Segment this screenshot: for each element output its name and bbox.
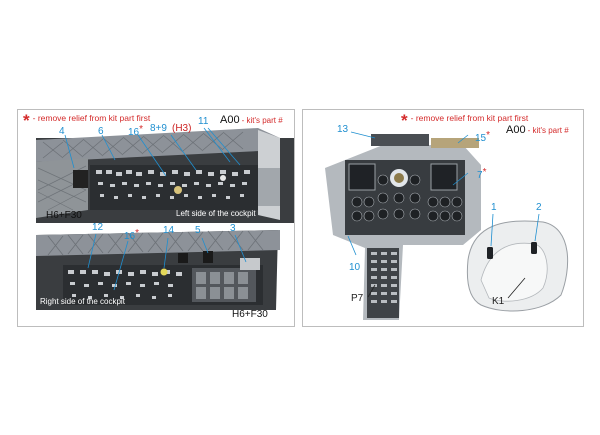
callout-16-bottom: 16* xyxy=(124,228,140,242)
callout-10: 10 xyxy=(349,262,361,273)
callout-11: 11 xyxy=(198,116,209,127)
left-instruction-panel: *- remove relief from kit part first A00… xyxy=(17,109,295,327)
callout-4: 4 xyxy=(59,126,65,137)
combo-label-bottom: H6+F30 xyxy=(232,309,268,320)
left-panel-drawing xyxy=(36,127,294,310)
callout-13: 13 xyxy=(337,124,349,135)
callout-14: 14 xyxy=(163,225,175,236)
top-strip xyxy=(371,134,429,146)
instrument-panel-photo xyxy=(325,131,481,320)
right-panel-drawing xyxy=(325,131,569,320)
right-cockpit-photo xyxy=(36,230,280,310)
kit-part-legend: A00- kit's part # xyxy=(220,114,283,126)
callout-16: 16* xyxy=(128,124,144,138)
callout-15: 15* xyxy=(475,130,491,144)
callout-8-9: 8+9 xyxy=(150,123,167,134)
remove-relief-note-right: *- remove relief from kit part first xyxy=(401,111,529,130)
callout-7: 7* xyxy=(477,167,487,181)
callout-5: 5 xyxy=(195,225,201,236)
callout-12: 12 xyxy=(92,222,104,233)
left-cockpit-photo xyxy=(36,127,294,223)
kit-part-legend-right: A00- kit's part # xyxy=(506,124,569,136)
right-instruction-panel: *- remove relief from kit part first A00… xyxy=(302,109,584,327)
asterisk-icon: * xyxy=(401,111,408,130)
callout-6: 6 xyxy=(98,126,104,137)
label-k1: K1 xyxy=(492,296,505,307)
remove-relief-note: *- remove relief from kit part first xyxy=(23,111,151,130)
label-p7: P7 xyxy=(351,293,364,304)
asterisk-icon: * xyxy=(23,111,30,130)
left-side-caption: Left side of the cockpit xyxy=(176,209,256,218)
callout-2: 2 xyxy=(536,202,542,213)
right-side-caption: Right side of the cockpit xyxy=(40,297,125,306)
callout-h3: (H3) xyxy=(172,123,192,134)
canopy-glass-drawing xyxy=(466,213,569,312)
callout-3: 3 xyxy=(230,223,236,234)
callout-1: 1 xyxy=(491,202,497,213)
combo-label-top: H6+F30 xyxy=(46,210,82,221)
